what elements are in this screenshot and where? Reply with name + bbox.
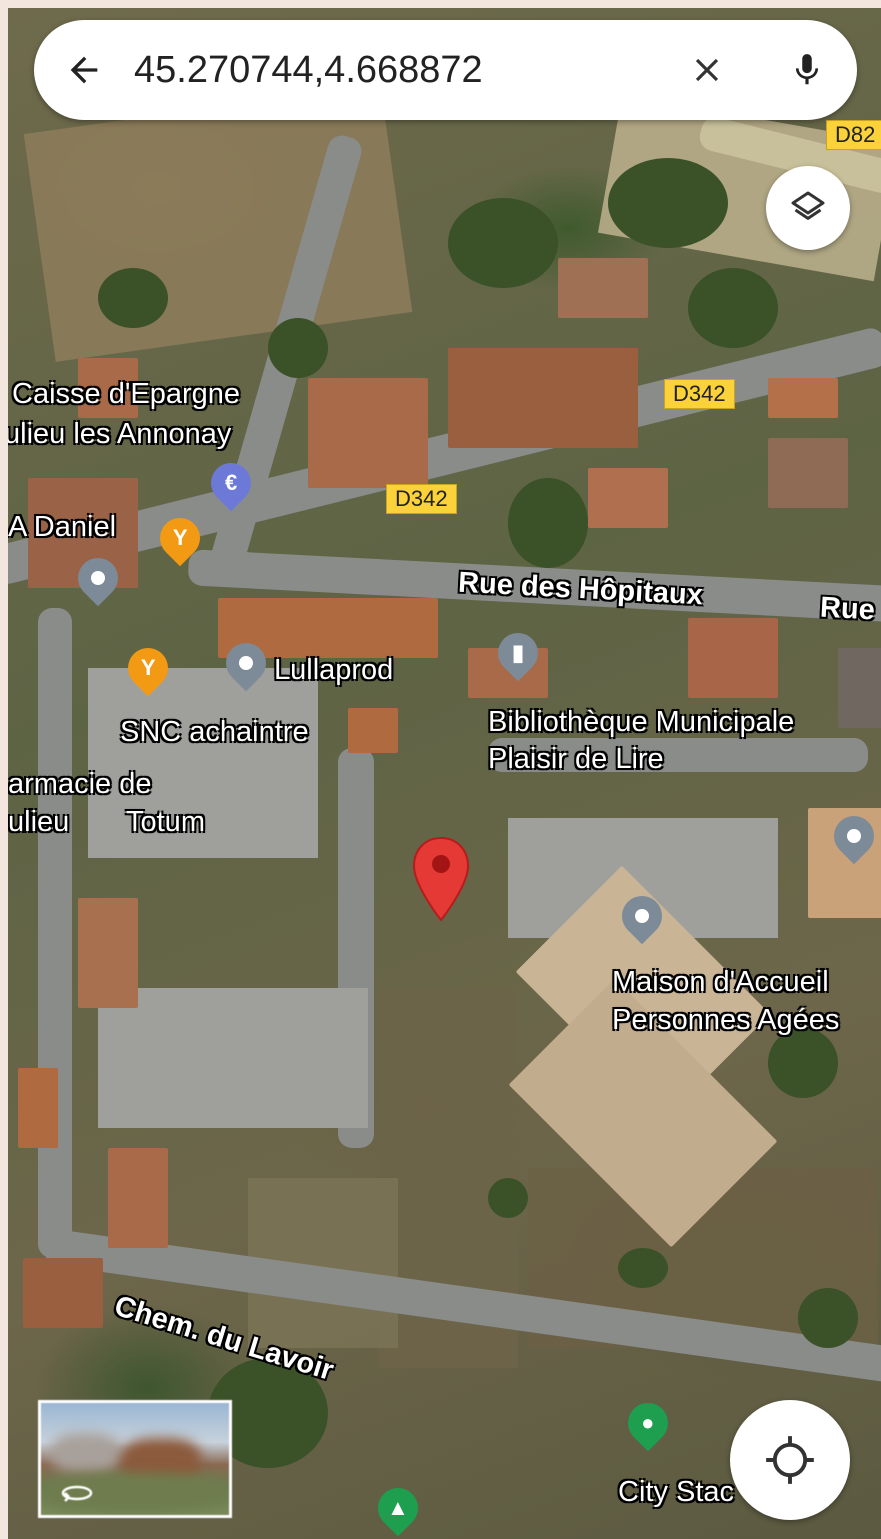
layers-icon [791,191,825,220]
satellite-map[interactable]: D342 D342 D82 Rue des Hôpitaux Rue Chem.… [8,8,881,1539]
building [688,618,778,698]
route-shield-d342: D342 [386,484,457,514]
sports-icon: ● [641,1410,655,1436]
microphone-icon [795,54,819,85]
arrow-left-icon [70,56,98,84]
search-bar[interactable]: 45.270744,4.668872 [34,20,857,120]
parking-lot [88,668,318,858]
thumbnail-blur [51,1433,121,1473]
tree [268,318,328,378]
poi-label-bibliotheque: Bibliothèque Municipale [488,706,795,738]
tree [448,198,558,288]
poi-label-maison-accueil: Maison d'Accueil [612,966,829,998]
place-dot-icon [635,909,649,923]
place-dot-icon [239,656,253,670]
poi-label-snc: SNC achaintre [120,716,309,748]
road [38,608,72,1258]
tree [488,1178,528,1218]
stadium-pin[interactable]: ● [619,1394,677,1452]
clear-button[interactable] [657,20,757,120]
poi-label-pharmacie: armacie de [8,768,152,800]
close-icon [695,58,719,82]
building [838,648,881,728]
tree-icon: ▲ [387,1495,409,1520]
building [448,348,638,448]
building [558,258,648,318]
building [78,358,138,418]
euro-icon: € [224,470,238,495]
tree [798,1288,858,1348]
street-view-thumbnail[interactable] [38,1400,232,1518]
building [768,378,838,418]
poi-label-caisse: ulieu les Annonay [8,418,232,450]
building [18,1068,58,1148]
poi-label-daniel: A Daniel [8,511,117,543]
tree [618,1248,668,1288]
park-pin[interactable]: ▲ [369,1479,427,1537]
my-location-button[interactable] [730,1400,850,1520]
my-location-icon [766,1436,814,1484]
poi-label-maison-accueil: Personnes Agées [612,1004,840,1036]
poi-label-lullaprod: Lullaprod [274,654,394,686]
building [23,1258,103,1328]
building [588,468,668,528]
building [348,708,398,753]
poi-label-bibliotheque: Plaisir de Lire [488,743,664,775]
poi-label-pharmacie: ulieu [8,806,70,838]
tree [688,268,778,348]
tree [608,158,728,248]
tree [768,1028,838,1098]
place-dot-icon [91,571,105,585]
cocktail-icon: Y [140,655,156,680]
voice-search-button[interactable] [757,20,857,120]
building [308,378,428,488]
tree [508,478,588,568]
search-input[interactable]: 45.270744,4.668872 [134,48,483,91]
rotate-360-icon [61,1485,93,1502]
road-d342 [8,325,881,587]
place-dot-icon [847,829,861,843]
building [78,898,138,1008]
building [108,1148,168,1248]
field [23,84,413,362]
poi-label-city-stadium: City Stac [618,1476,735,1508]
route-shield-d82: D82 [826,120,881,150]
layers-button[interactable] [766,166,850,250]
poi-label-totum: Totum [126,806,205,838]
road [488,738,868,772]
parking-lot [98,988,368,1128]
tree [98,268,168,328]
road-label-rue: Rue [819,591,876,627]
building [768,438,848,508]
dropped-pin[interactable] [411,836,471,922]
back-button[interactable] [34,20,134,120]
thumbnail-blur [41,1473,229,1513]
poi-label-caisse: Caisse d'Epargne [12,378,241,410]
cocktail-icon: Y [172,525,188,550]
book-icon: ▮ [511,640,525,666]
route-shield-d342: D342 [664,379,735,409]
